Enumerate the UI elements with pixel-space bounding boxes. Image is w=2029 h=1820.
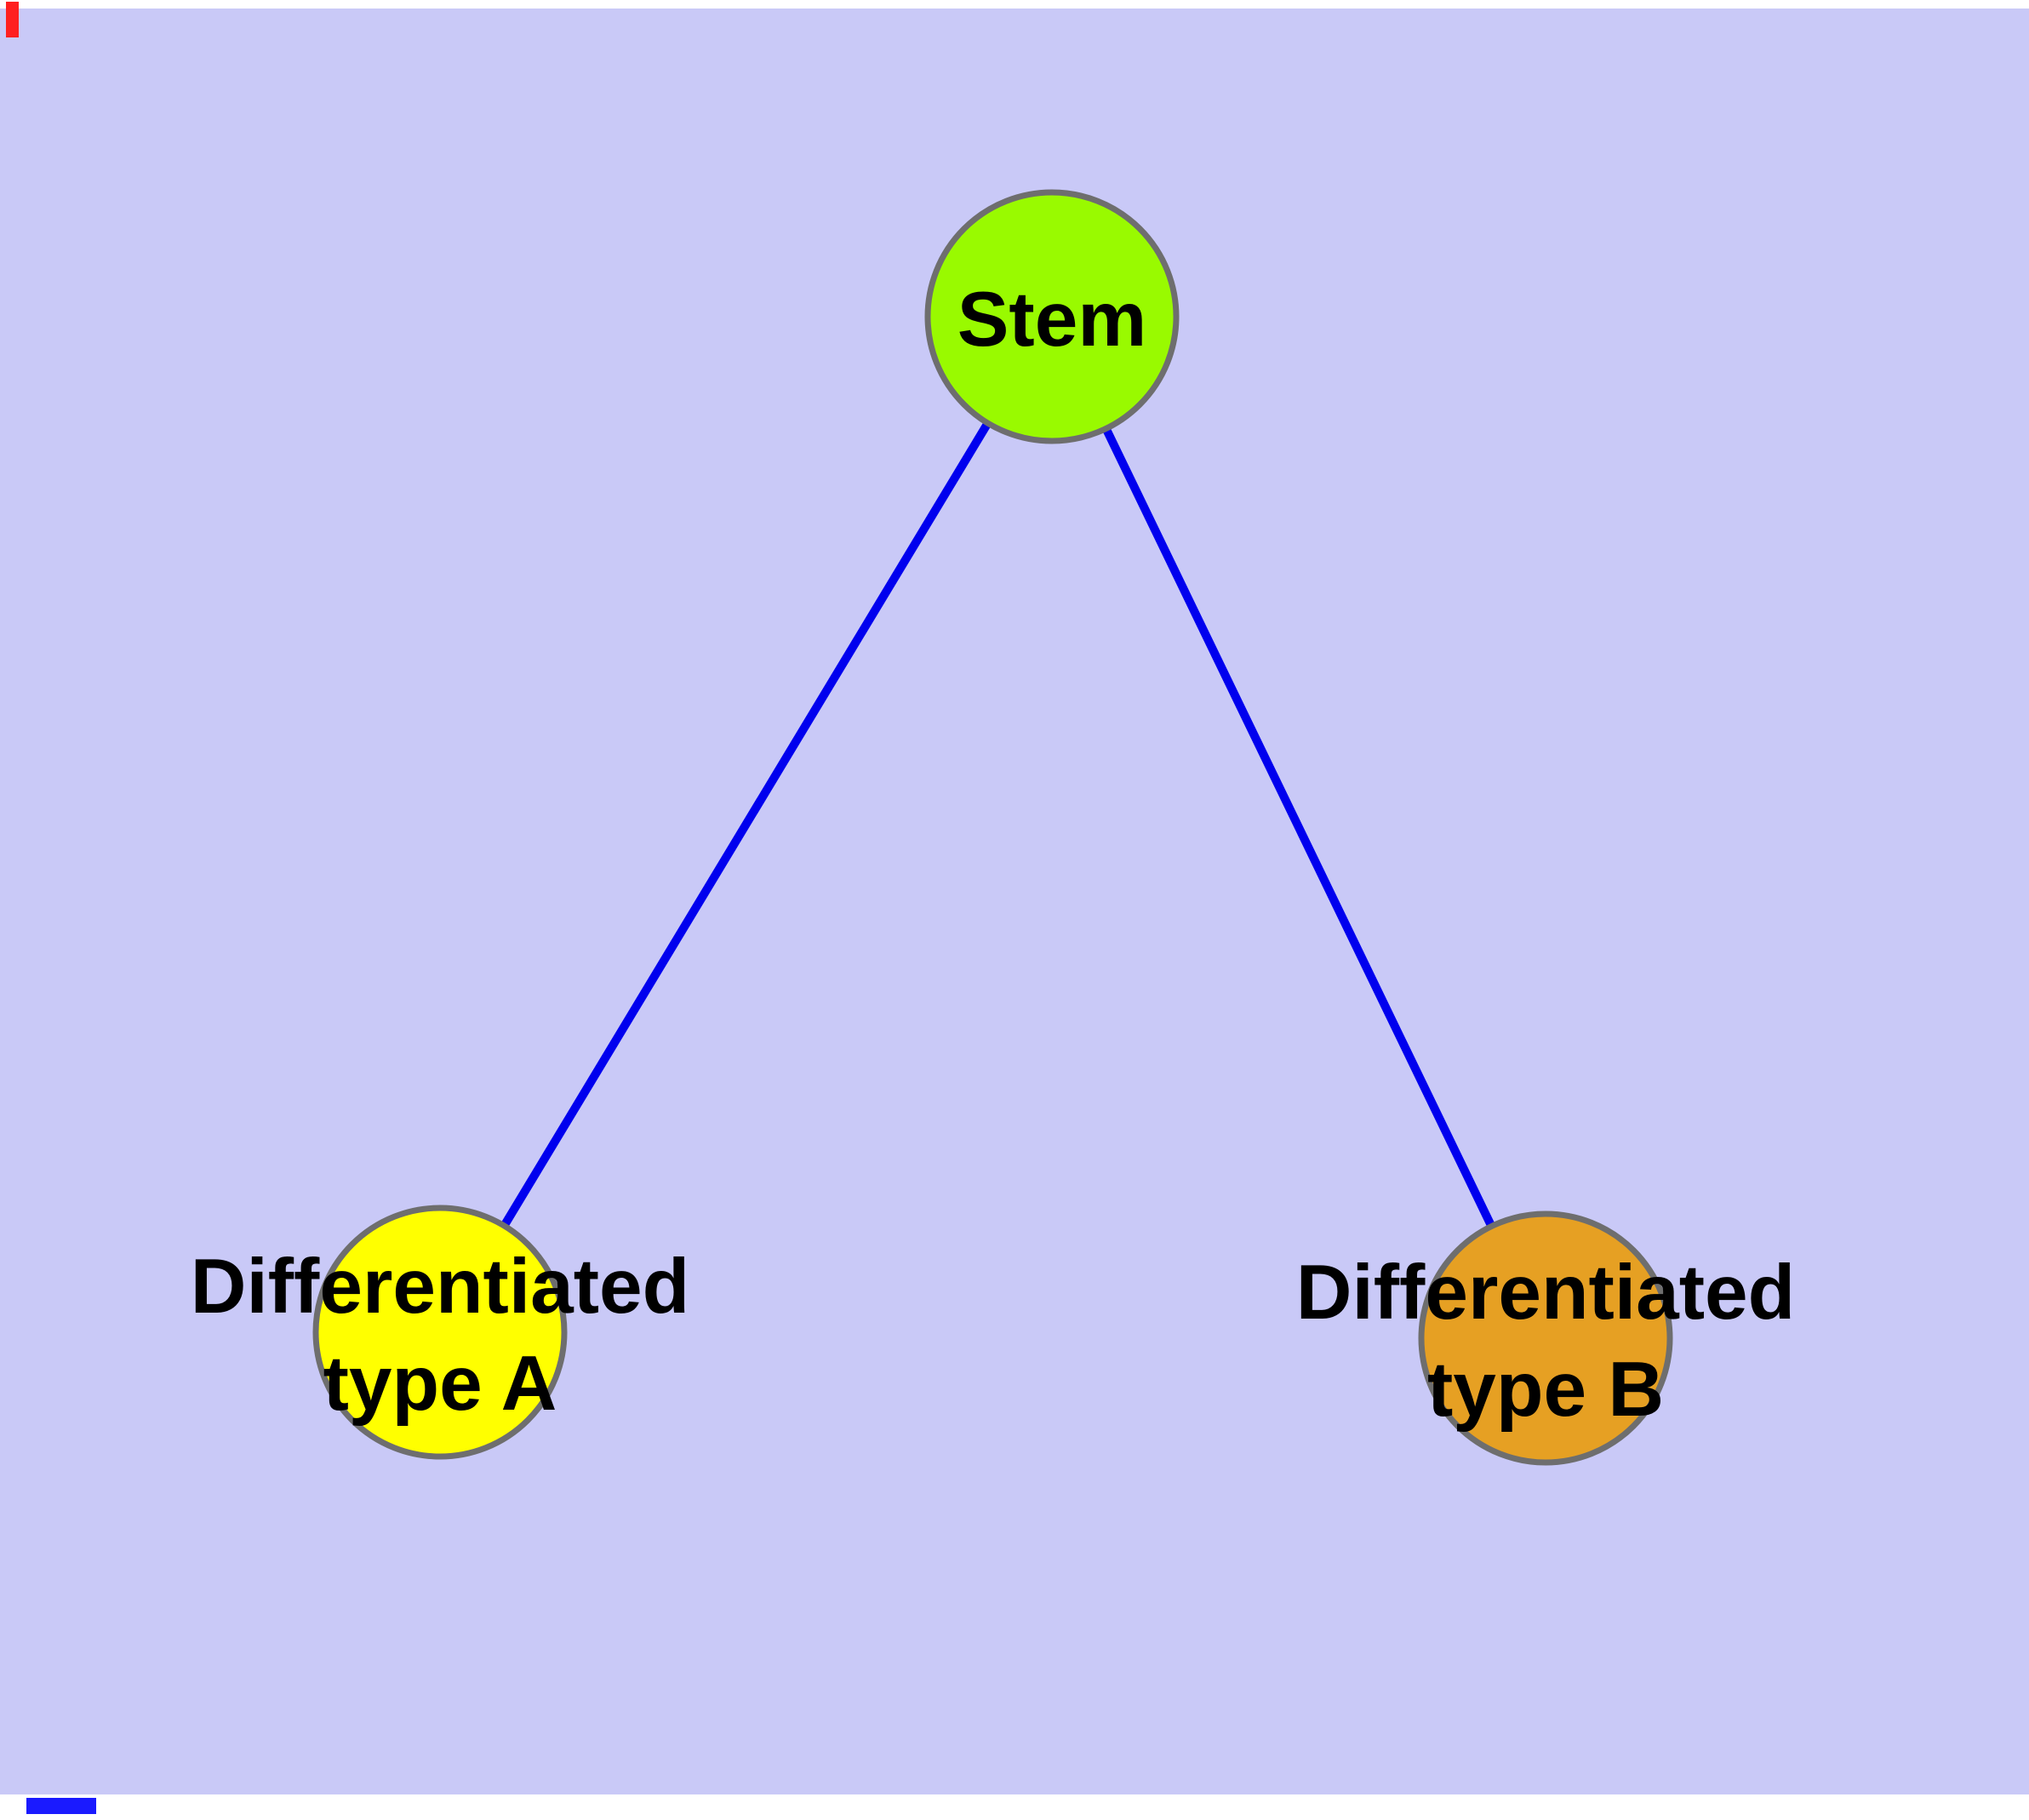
node-label-line: type A — [323, 1341, 557, 1427]
node-diff-b — [1418, 1210, 1673, 1466]
node-label-stem: Stem — [957, 277, 1147, 363]
node-label-line: type B — [1427, 1347, 1664, 1433]
top-white-strip — [0, 0, 2029, 9]
blue-corner-mark — [26, 1798, 96, 1814]
edge-stem-diff-a — [436, 314, 1056, 1335]
edges-layer — [436, 314, 1550, 1341]
bottom-white-strip — [0, 1794, 2029, 1820]
node-diff-a — [312, 1205, 568, 1460]
node-label-line: Differentiated — [1296, 1250, 1796, 1336]
red-corner-mark — [6, 2, 19, 37]
nodes-layer — [312, 189, 1673, 1466]
node-label-line: Differentiated — [191, 1244, 690, 1330]
node-label-line: Stem — [957, 277, 1147, 363]
node-label-diff-b: Differentiated type B — [1296, 1250, 1796, 1433]
node-stem — [924, 189, 1180, 444]
edge-stem-diff-b — [1048, 314, 1550, 1341]
node-label-diff-a: Differentiated type A — [191, 1244, 690, 1427]
